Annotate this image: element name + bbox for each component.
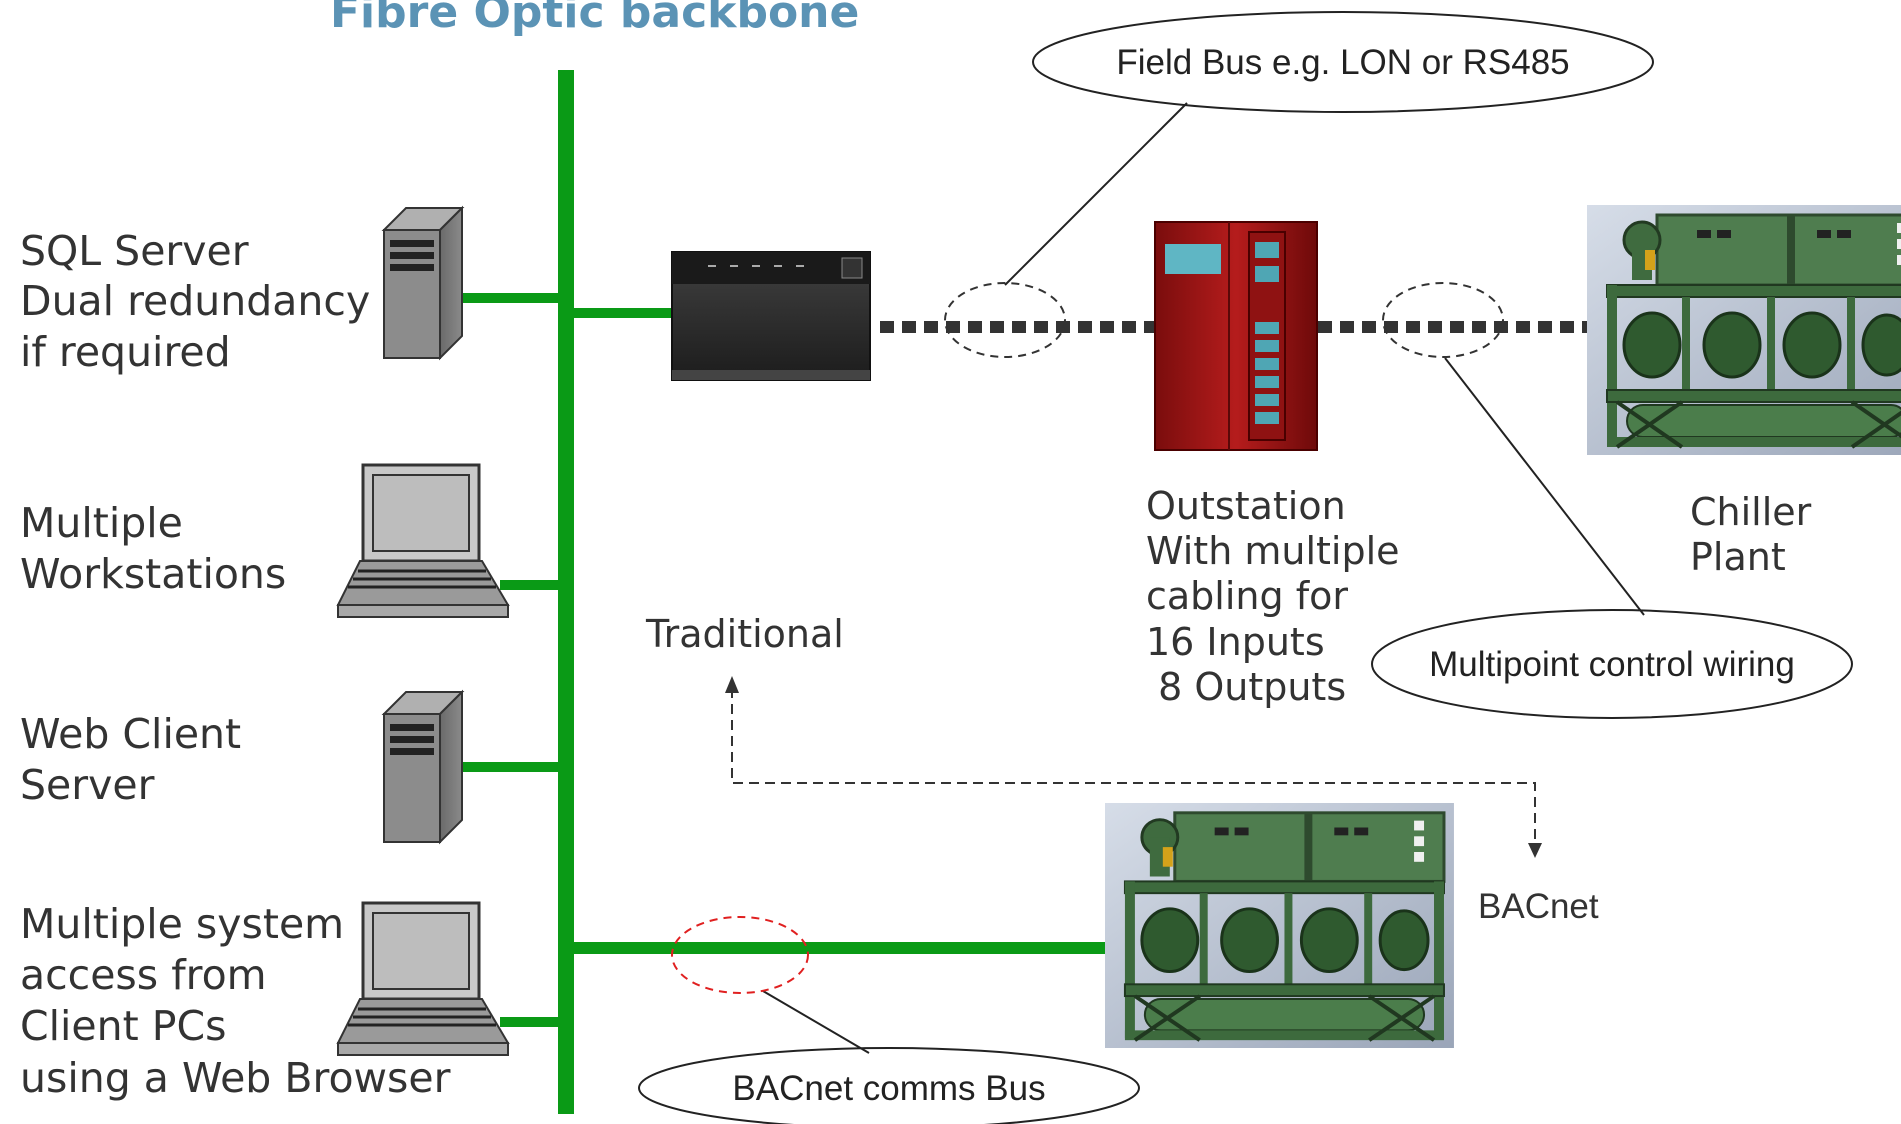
tower-server-icon [383,691,463,843]
bacnet-bus-callout-text: BACnet comms Bus [732,1069,1045,1108]
client-pcs-label: Multiple system access from Client PCs u… [20,900,451,1102]
label-line: Multiple system [20,900,344,948]
chiller-label: Chiller Plant [1690,490,1812,579]
field-bus-marker [944,282,1066,358]
label-line: SQL Server [20,227,249,275]
tower-server-icon [383,207,463,359]
arrow-up-icon [725,676,739,693]
label-line: cabling for [1146,574,1348,618]
field-bus-pointer [1004,102,1188,286]
multipoint-callout-text: Multipoint control wiring [1429,645,1795,684]
label-line: Dual redundancy [20,277,370,325]
chiller-plant-icon [1103,801,1456,1050]
bacnet-bus-marker [671,916,809,994]
controller-unit-icon [671,251,871,381]
multipoint-callout-bubble [1371,609,1853,719]
bacnet-bus-pointer [762,990,870,1054]
label-line: Outstation [1146,484,1346,528]
label-line: Plant [1690,535,1786,579]
label-line: using a Web Browser [20,1054,451,1102]
chiller-plant-icon [1585,203,1901,457]
label-line: Chiller [1690,490,1812,534]
label-line: Server [20,761,155,809]
label-line: 8 Outputs [1146,665,1346,709]
label-line: Workstations [20,550,286,598]
bacnet-bus-callout-bubble [638,1047,1140,1124]
comparison-connector [731,688,1536,848]
traditional-label: Traditional [645,612,844,656]
label-line: access from [20,951,267,999]
label-line: Web Client [20,710,241,758]
field-bus-callout-text: Field Bus e.g. LON or RS485 [1116,43,1569,82]
bacnet-label: BACnet [1478,887,1599,926]
laptop-icon [336,463,510,619]
label-line: With multiple [1146,529,1400,573]
label-line: Client PCs [20,1002,226,1050]
arrow-down-icon [1528,843,1542,858]
outstation-panel-icon [1154,221,1318,451]
multipoint-marker [1382,282,1504,358]
field-bus-callout-bubble [1032,11,1654,113]
outstation-label: Outstation With multiple cabling for 16 … [1146,484,1400,709]
workstations-label: Multiple Workstations [20,499,286,598]
label-line: Multiple [20,499,183,547]
multipoint-pointer [1444,357,1645,616]
laptop-icon [336,901,510,1057]
web-client-label: Web Client Server [20,710,241,809]
diagram-title: Fibre Optic backbone [330,0,859,38]
sql-server-label: SQL Server Dual redundancy if required [20,227,370,376]
label-line: 16 Inputs [1146,620,1325,664]
label-line: if required [20,328,231,376]
